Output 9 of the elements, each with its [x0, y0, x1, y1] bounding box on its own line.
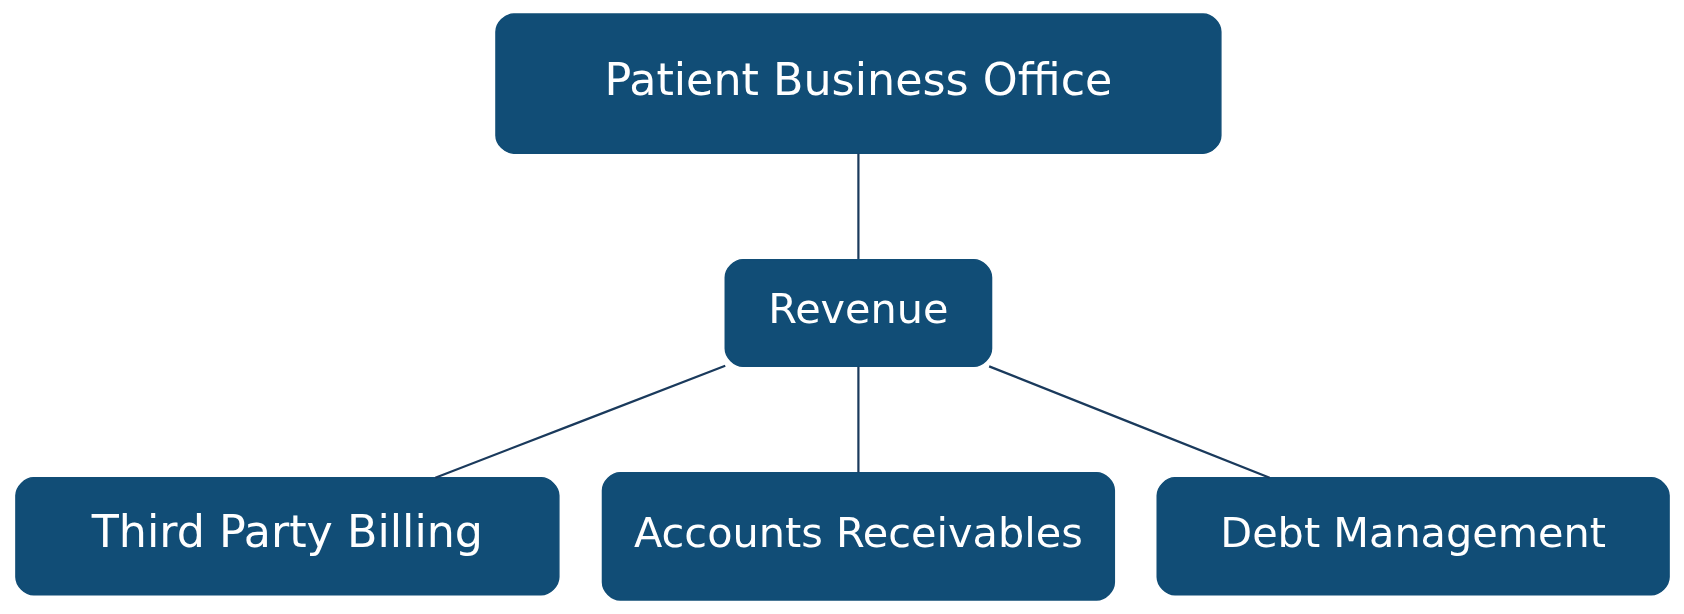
- node-box: Third Party Billing: [14, 477, 560, 596]
- node-box: Revenue: [724, 258, 992, 367]
- connector: [856, 153, 859, 259]
- connector: [988, 365, 1270, 479]
- node-box: Accounts Receivables: [601, 471, 1115, 601]
- connector: [434, 364, 726, 479]
- node-box: Debt Management: [1156, 477, 1670, 596]
- connector: [856, 366, 859, 473]
- node-box: Patient Business Office: [494, 13, 1222, 154]
